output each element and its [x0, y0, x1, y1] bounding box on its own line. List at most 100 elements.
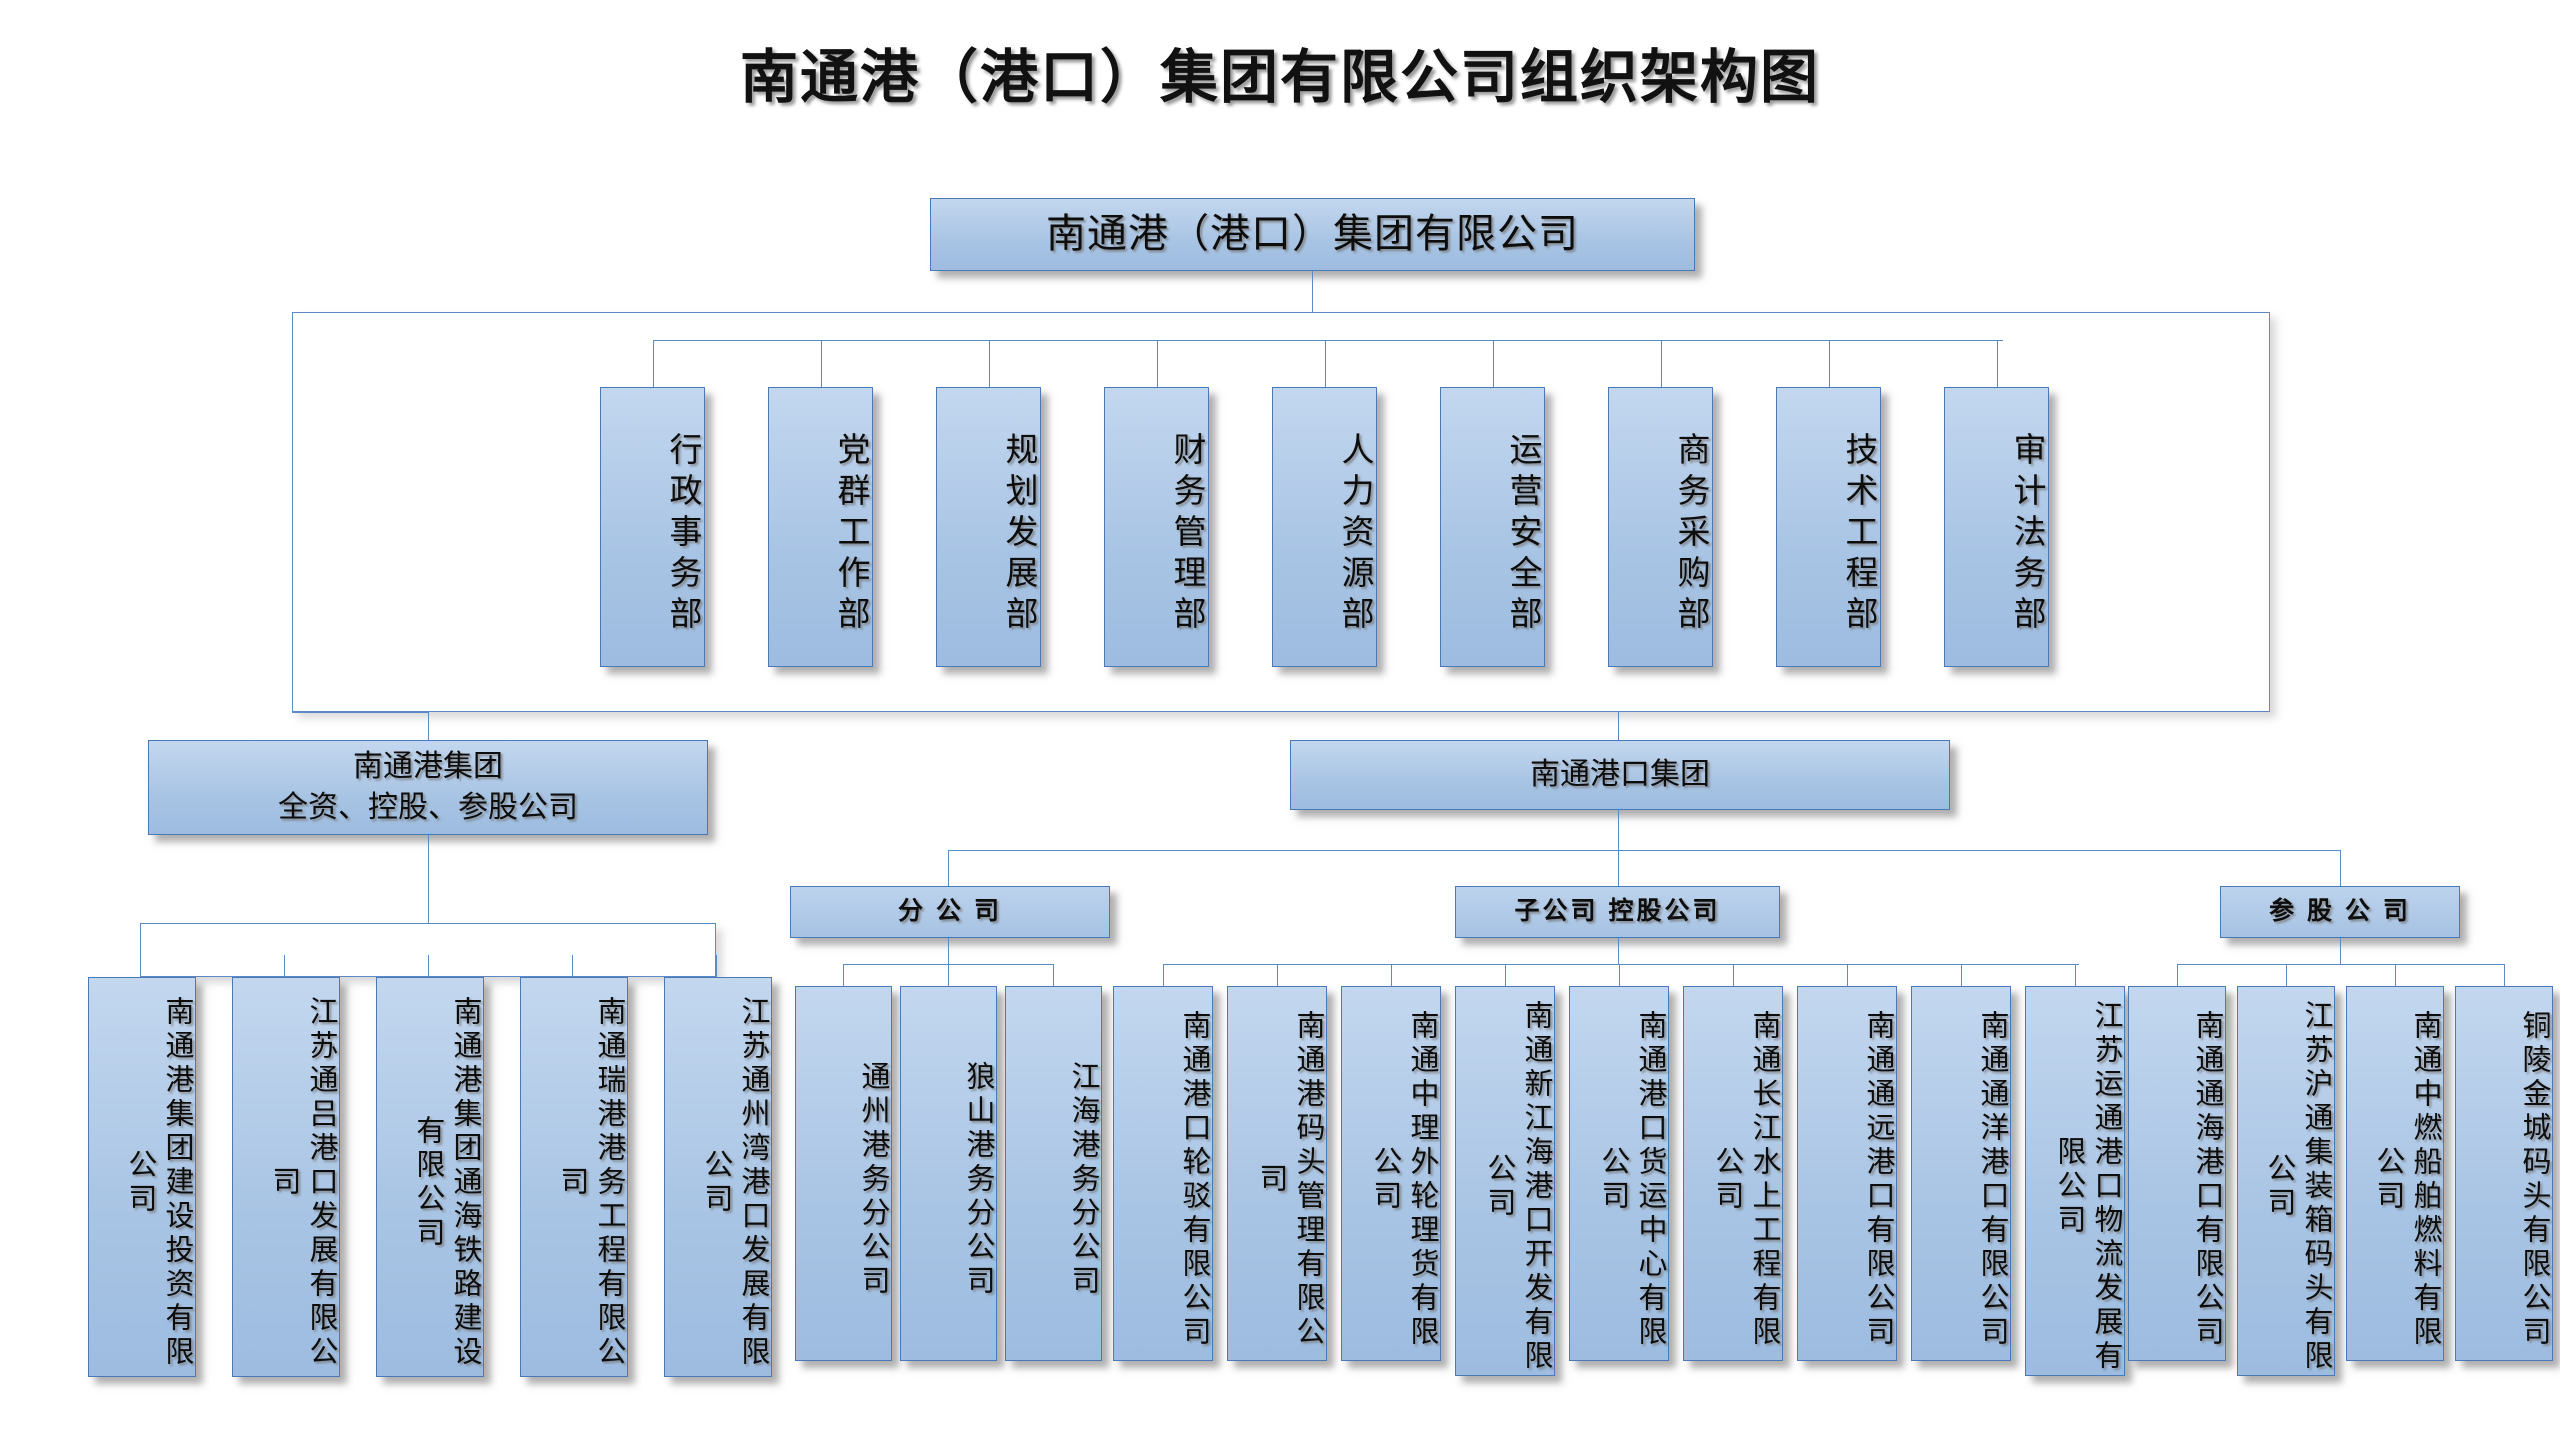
- connector-right-group-stem: [1618, 712, 1619, 740]
- subsidiary-node-2[interactable]: 南通港码头管理有限公司: [1227, 986, 1327, 1361]
- affiliate-node-2[interactable]: 江苏沪通集装箱码头有限公司: [2237, 986, 2335, 1376]
- group-node-nantonggangkou[interactable]: 南通港口集团: [1290, 740, 1950, 810]
- subsidiary-node-1[interactable]: 南通港口轮驳有限公司: [1113, 986, 1213, 1361]
- subsidiary-left-label-3: 南通港集团通海铁路建设有限公司: [411, 996, 481, 1370]
- subsidiary-node-9[interactable]: 江苏运通港口物流发展有限公司: [2025, 986, 2125, 1376]
- subsidiary-left-node-3[interactable]: 南通港集团通海铁路建设有限公司: [376, 977, 484, 1377]
- connector-affiliates-drop: [2340, 938, 2341, 964]
- connector-left-group-drop: [428, 835, 429, 923]
- connector-drop-dept-9: [1997, 340, 1998, 387]
- department-label-5: 人力资源部: [1337, 431, 1374, 637]
- affiliate-node-1[interactable]: 南通通海港口有限公司: [2128, 986, 2226, 1361]
- department-label-4: 财务管理部: [1169, 431, 1206, 637]
- subsidiary-node-7[interactable]: 南通通远港口有限公司: [1797, 986, 1897, 1361]
- subsidiary-node-6[interactable]: 南通长江水上工程有限公司: [1683, 986, 1783, 1361]
- connector-department-bus: [653, 340, 2003, 341]
- group-node-nantonggang-line1: 南通港集团: [353, 750, 503, 783]
- department-node-2[interactable]: 党群工作部: [768, 387, 873, 667]
- department-node-1[interactable]: 行政事务部: [600, 387, 705, 667]
- connector-drop-category-1: [948, 850, 949, 886]
- connector-drop-left-1: [140, 955, 141, 977]
- subsidiary-label-3: 南通中理外轮理货有限公司: [1368, 1009, 1438, 1350]
- connector-drop-sub-4: [1505, 964, 1506, 986]
- connector-drop-sub-6: [1733, 964, 1734, 986]
- subsidiary-left-node-5[interactable]: 江苏通州湾港口发展有限公司: [664, 977, 772, 1377]
- connector-drop-sub-8: [1961, 964, 1962, 986]
- category-label-subsidiaries: 子公司 控股公司: [1514, 897, 1721, 926]
- root-node-company[interactable]: 南通港（港口）集团有限公司: [930, 198, 1695, 271]
- connector-drop-sub-1: [1163, 964, 1164, 986]
- connector-drop-left-3: [428, 955, 429, 977]
- branch-node-3[interactable]: 江海港务分公司: [1005, 986, 1102, 1361]
- connector-drop-sub-7: [1847, 964, 1848, 986]
- connector-drop-affiliate-4: [2504, 964, 2505, 986]
- connector-left-group-stem: [428, 712, 429, 740]
- connector-left-group-elbow: [292, 712, 428, 713]
- connector-drop-sub-9: [2075, 964, 2076, 986]
- department-label-9: 审计法务部: [2009, 431, 2046, 637]
- affiliate-label-1: 南通通海港口有限公司: [2191, 1009, 2223, 1350]
- connector-drop-dept-1: [653, 340, 654, 387]
- subsidiary-left-node-2[interactable]: 江苏通吕港口发展有限公司: [232, 977, 340, 1377]
- branch-node-1[interactable]: 通州港务分公司: [795, 986, 892, 1361]
- connector-drop-sub-3: [1391, 964, 1392, 986]
- subsidiary-label-8: 南通通洋港口有限公司: [1976, 1009, 2008, 1350]
- affiliate-node-4[interactable]: 铜陵金城码头有限公司: [2455, 986, 2553, 1361]
- connector-drop-category-3: [2340, 850, 2341, 886]
- category-node-affiliates[interactable]: 参 股 公 司: [2220, 886, 2460, 938]
- affiliate-node-3[interactable]: 南通中燃船舶燃料有限公司: [2346, 986, 2444, 1361]
- connector-category-bus: [948, 850, 2340, 851]
- category-label-affiliates: 参 股 公 司: [2269, 897, 2411, 926]
- department-label-8: 技术工程部: [1841, 431, 1878, 637]
- connector-drop-dept-4: [1157, 340, 1158, 387]
- connector-drop-dept-5: [1325, 340, 1326, 387]
- department-node-9[interactable]: 审计法务部: [1944, 387, 2049, 667]
- group-node-nantonggang[interactable]: 南通港集团 全资、控股、参股公司: [148, 740, 708, 835]
- department-node-6[interactable]: 运营安全部: [1440, 387, 1545, 667]
- subsidiary-label-4: 南通新江海港口开发有限公司: [1482, 1000, 1552, 1374]
- connector-drop-dept-6: [1493, 340, 1494, 387]
- affiliate-label-4: 铜陵金城码头有限公司: [2518, 1009, 2550, 1350]
- subsidiary-left-label-5: 江苏通州湾港口发展有限公司: [699, 996, 769, 1370]
- connector-drop-affiliate-3: [2395, 964, 2396, 986]
- subsidiary-label-2: 南通港码头管理有限公司: [1254, 1009, 1324, 1350]
- connector-drop-branch-1: [843, 964, 844, 986]
- subsidiary-node-5[interactable]: 南通港口货运中心有限公司: [1569, 986, 1669, 1361]
- group-node-nantonggangkou-label: 南通港口集团: [1530, 757, 1710, 791]
- connector-drop-sub-2: [1277, 964, 1278, 986]
- category-node-branches[interactable]: 分 公 司: [790, 886, 1110, 938]
- connector-subsidiaries-drop: [1618, 938, 1619, 964]
- root-node-label: 南通港（港口）集团有限公司: [1046, 211, 1579, 256]
- department-node-8[interactable]: 技术工程部: [1776, 387, 1881, 667]
- connector-drop-sub-5: [1619, 964, 1620, 986]
- connector-drop-category-2: [1618, 850, 1619, 886]
- connector-right-group-drop: [1618, 810, 1619, 850]
- department-node-5[interactable]: 人力资源部: [1272, 387, 1377, 667]
- category-label-branches: 分 公 司: [898, 897, 1002, 926]
- connector-drop-left-2: [284, 955, 285, 977]
- affiliate-label-3: 南通中燃船舶燃料有限公司: [2371, 1009, 2441, 1350]
- subsidiary-node-4[interactable]: 南通新江海港口开发有限公司: [1455, 986, 1555, 1376]
- department-node-4[interactable]: 财务管理部: [1104, 387, 1209, 667]
- subsidiary-left-label-4: 南通瑞港港务工程有限公司: [555, 996, 625, 1370]
- connector-drop-dept-8: [1829, 340, 1830, 387]
- page-title: 南通港（港口）集团有限公司组织架构图: [739, 45, 1820, 110]
- connector-subsidiaries-bus: [1163, 964, 2079, 965]
- subsidiary-label-9: 江苏运通港口物流发展有限公司: [2052, 1000, 2122, 1374]
- category-node-subsidiaries[interactable]: 子公司 控股公司: [1455, 886, 1780, 938]
- branch-label-3: 江海港务分公司: [1067, 1060, 1099, 1299]
- connector-drop-dept-7: [1661, 340, 1662, 387]
- connector-affiliates-bus: [2177, 964, 2504, 965]
- department-node-3[interactable]: 规划发展部: [936, 387, 1041, 667]
- branch-node-2[interactable]: 狼山港务分公司: [900, 986, 997, 1361]
- department-node-7[interactable]: 商务采购部: [1608, 387, 1713, 667]
- subsidiary-left-node-4[interactable]: 南通瑞港港务工程有限公司: [520, 977, 628, 1377]
- subsidiary-left-node-1[interactable]: 南通港集团建设投资有限公司: [88, 977, 196, 1377]
- department-label-1: 行政事务部: [665, 431, 702, 637]
- connector-root-stem: [1312, 271, 1313, 312]
- group-node-nantonggang-line2: 全资、控股、参股公司: [278, 790, 578, 824]
- subsidiary-left-label-2: 江苏通吕港口发展有限公司: [267, 996, 337, 1370]
- subsidiary-node-3[interactable]: 南通中理外轮理货有限公司: [1341, 986, 1441, 1361]
- affiliate-label-2: 江苏沪通集装箱码头有限公司: [2262, 1000, 2332, 1374]
- subsidiary-node-8[interactable]: 南通通洋港口有限公司: [1911, 986, 2011, 1361]
